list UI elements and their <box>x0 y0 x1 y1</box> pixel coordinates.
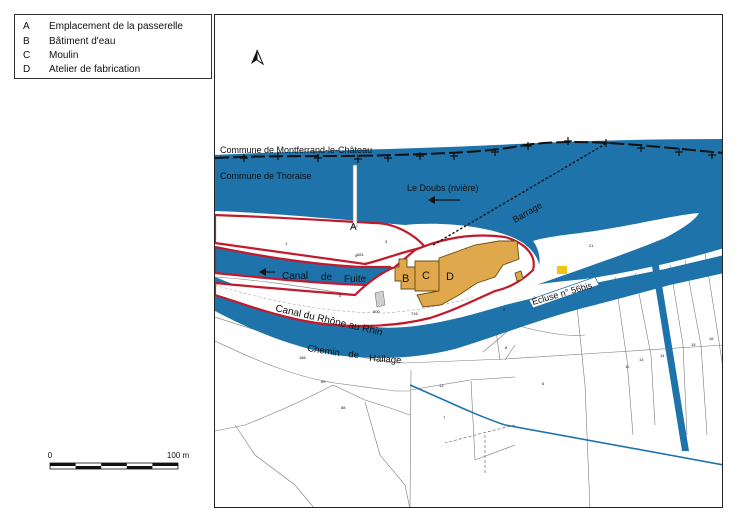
island-boundary <box>215 213 428 266</box>
building-d <box>416 240 520 308</box>
scale-bar: 0 100 m <box>46 447 196 477</box>
towpath-label: Hallage <box>369 353 402 366</box>
marker-d: D <box>446 271 454 283</box>
legend-key: B <box>23 36 30 47</box>
building-b <box>394 258 416 290</box>
parcel-number: 7 <box>443 415 446 420</box>
flow-arrow-icon <box>428 196 460 204</box>
building-annex <box>514 270 524 282</box>
scale-start-label: 0 <box>48 451 53 460</box>
scale-segment <box>152 463 178 466</box>
parcel-numbers: 1 3 5 600 5 716 8 13 2 7 6 21 12 13 14 1… <box>285 239 714 420</box>
marker-b: B <box>402 273 409 285</box>
legend: A Emplacement de la passerelle B Bâtiment … <box>14 14 212 79</box>
legend-label: Bâtiment d'eau <box>49 36 116 47</box>
lock-island <box>525 213 699 289</box>
parcel-number: 14 <box>660 353 665 358</box>
parcel-number: 8 <box>505 345 508 350</box>
river-label: Le Doubs (rivière) <box>407 183 479 193</box>
parcel-number: 16 <box>709 336 714 341</box>
scale-segment <box>126 466 153 469</box>
parcel-number: 88 <box>341 405 346 410</box>
parcel-number: 21 <box>589 243 594 248</box>
legend-label: Emplacement de la passerelle <box>49 21 183 32</box>
legend-item-d: D Atelier de fabrication <box>23 64 140 75</box>
legend-key: C <box>23 50 31 61</box>
marker-c: C <box>422 270 430 282</box>
towpath-label: Chemin <box>307 343 341 359</box>
buildings <box>394 240 524 308</box>
parcel-number: 186 <box>299 355 306 360</box>
parcel-number: 600 <box>373 309 380 314</box>
parcel-number: 716 <box>411 311 418 316</box>
marker-a: A <box>350 222 357 233</box>
parcel-number: 13 <box>439 383 444 388</box>
legend-key: A <box>23 21 30 32</box>
tailrace-label: de <box>321 272 333 283</box>
parcel-number: 15 <box>691 342 696 347</box>
towpath-label: de <box>348 349 360 361</box>
lock-marker <box>557 266 567 274</box>
parcel-number: 681 <box>357 252 364 257</box>
parcel-number: 13 <box>639 357 644 362</box>
commune-boundary <box>215 141 722 159</box>
tailrace-label: Fuite <box>344 274 367 285</box>
scale-segment <box>50 463 76 466</box>
parcel-number: 5 <box>339 293 342 298</box>
parcel-number: 6 <box>542 381 545 386</box>
scale-segment <box>101 463 127 466</box>
commune-south-label: Commune de Thoraise <box>220 171 311 181</box>
north-arrow-icon <box>251 49 265 66</box>
commune-north-label: Commune de Montferrand-le-Château <box>220 145 372 155</box>
commune-boundary-crosses <box>240 137 716 163</box>
parcel-number: 12 <box>625 364 630 369</box>
legend-item-a: A Emplacement de la passerelle <box>23 21 183 32</box>
map-frame: Commune de Montferrand-le-Château Commun… <box>214 14 723 508</box>
footbridge <box>352 164 358 228</box>
legend-label: Moulin <box>49 50 79 61</box>
scale-end-label: 100 m <box>167 451 190 460</box>
side-channel <box>651 260 689 451</box>
legend-label: Atelier de fabrication <box>49 64 141 75</box>
lock-chamber <box>528 276 600 309</box>
tailrace-label: Canal <box>282 271 308 282</box>
footpath <box>444 424 516 475</box>
scale-segment <box>75 466 102 469</box>
parcel-number: 1 <box>285 241 288 246</box>
small-building <box>374 290 386 308</box>
parcel-number: 2 <box>503 307 506 312</box>
stream-line <box>409 384 722 466</box>
flow-arrow-icon <box>259 268 275 276</box>
legend-item-b: B Bâtiment d'eau <box>23 36 115 47</box>
legend-item-c: C Moulin <box>23 50 78 61</box>
canal-rhone-rhin <box>215 255 722 358</box>
cadastral-map: Commune de Montferrand-le-Château Commun… <box>215 49 722 507</box>
legend-key: D <box>23 64 31 75</box>
dam-barrage <box>432 142 608 246</box>
parcel-number: 3 <box>385 239 388 244</box>
parcel-number: 5 <box>355 253 358 258</box>
parcel-number: 89 <box>321 379 326 384</box>
